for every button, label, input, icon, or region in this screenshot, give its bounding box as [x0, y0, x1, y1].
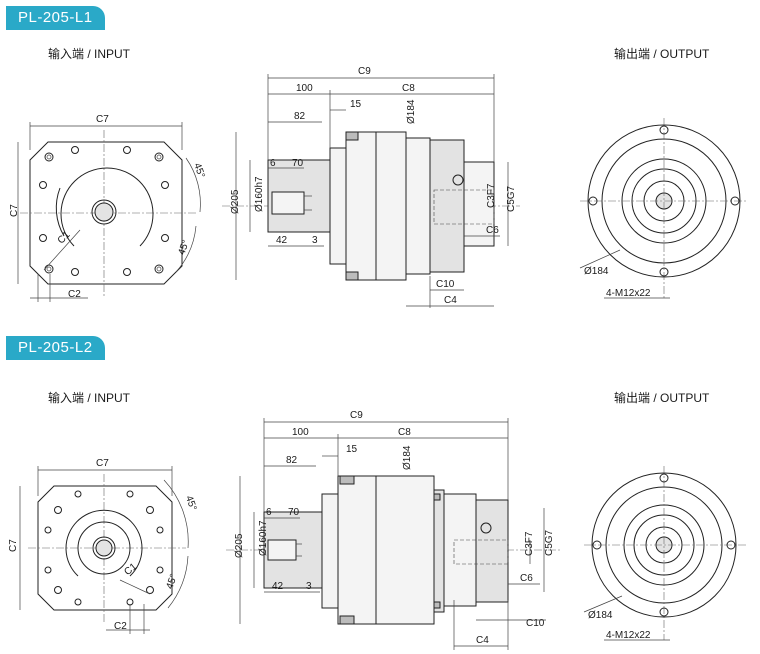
dim-6-2: 6: [266, 507, 272, 518]
input-label: 输入端 / INPUT: [48, 47, 131, 61]
dim-angle-1-2: 45°: [183, 494, 199, 512]
dim-c8: C8: [402, 83, 415, 94]
dim-angle-1: 45°: [191, 162, 207, 180]
dim-c10-2: C10: [526, 618, 545, 629]
dim-angle-2-2: 45°: [164, 573, 180, 591]
dim-d184-out: Ø184: [584, 266, 609, 277]
output-view: Ø184 4-M12x22: [579, 118, 748, 300]
dim-c7-side: C7: [9, 204, 20, 217]
dim-70: 70: [292, 158, 304, 169]
dim-15: 15: [350, 99, 362, 110]
flange-bolt-holes-2: [44, 490, 164, 606]
dim-c6-2: C6: [520, 573, 533, 584]
dim-15-2: 15: [346, 444, 358, 455]
dim-c7-top-2: C7: [96, 458, 109, 469]
model-badge-2: PL-205-L2: [6, 336, 105, 360]
dim-bolt: 4-M12x22: [606, 288, 651, 299]
dim-d184-side-2: Ø184: [402, 445, 413, 470]
dim-c5-2: C5G7: [544, 529, 555, 556]
input-flange-view-2: C7 C7 C1 C2 45° 45°: [8, 458, 198, 634]
dim-c6: C6: [486, 225, 499, 236]
model-badge: PL-205-L1: [6, 6, 105, 30]
output-label: 输出端 / OUTPUT: [614, 47, 710, 61]
dim-3: 3: [312, 235, 318, 246]
dim-3-2: 3: [306, 581, 312, 592]
dim-100-2: 100: [292, 427, 309, 438]
dim-42: 42: [276, 235, 288, 246]
dim-c4-2: C4: [476, 635, 489, 646]
output-label-2: 输出端 / OUTPUT: [614, 391, 710, 405]
dim-d184-side: Ø184: [406, 99, 417, 124]
dim-c7-side-2: C7: [8, 539, 19, 552]
dim-c3-2: C3F7: [524, 531, 535, 556]
dim-c7-top: C7: [96, 114, 109, 125]
dim-c2: C2: [68, 289, 81, 300]
dim-6: 6: [270, 158, 276, 169]
dim-d184-out-2: Ø184: [588, 610, 613, 621]
dim-100: 100: [296, 83, 313, 94]
side-view: C9 100 C8 82 15 Ø184 6 70 Ø205 Ø160h7 42…: [222, 66, 520, 308]
dim-c2-2: C2: [114, 621, 127, 632]
dim-angle-2: 45°: [176, 239, 192, 257]
dim-82-2: 82: [286, 455, 298, 466]
dim-42-2: 42: [272, 581, 284, 592]
dim-d160-2: Ø160h7: [258, 520, 269, 556]
dim-c8-2: C8: [398, 427, 411, 438]
output-view-2: Ø184 4-M12x22: [583, 466, 746, 641]
dim-c5: C5G7: [506, 185, 517, 212]
dim-c10: C10: [436, 279, 455, 290]
dim-d205: Ø205: [230, 189, 241, 214]
dim-c9-2: C9: [350, 410, 363, 421]
dim-70-2: 70: [288, 507, 300, 518]
dim-bolt-2: 4-M12x22: [606, 630, 651, 641]
dim-c9: C9: [358, 66, 371, 77]
side-view-2: C9 100 C8 82 15 Ø184 6 70 Ø205 Ø160h7 42…: [226, 410, 560, 650]
input-label-2: 输入端 / INPUT: [48, 391, 131, 405]
dim-82: 82: [294, 111, 306, 122]
dim-c4: C4: [444, 295, 457, 306]
dim-d205-2: Ø205: [234, 533, 245, 558]
dim-c3: C3F7: [486, 183, 497, 208]
dim-d160: Ø160h7: [254, 176, 265, 212]
